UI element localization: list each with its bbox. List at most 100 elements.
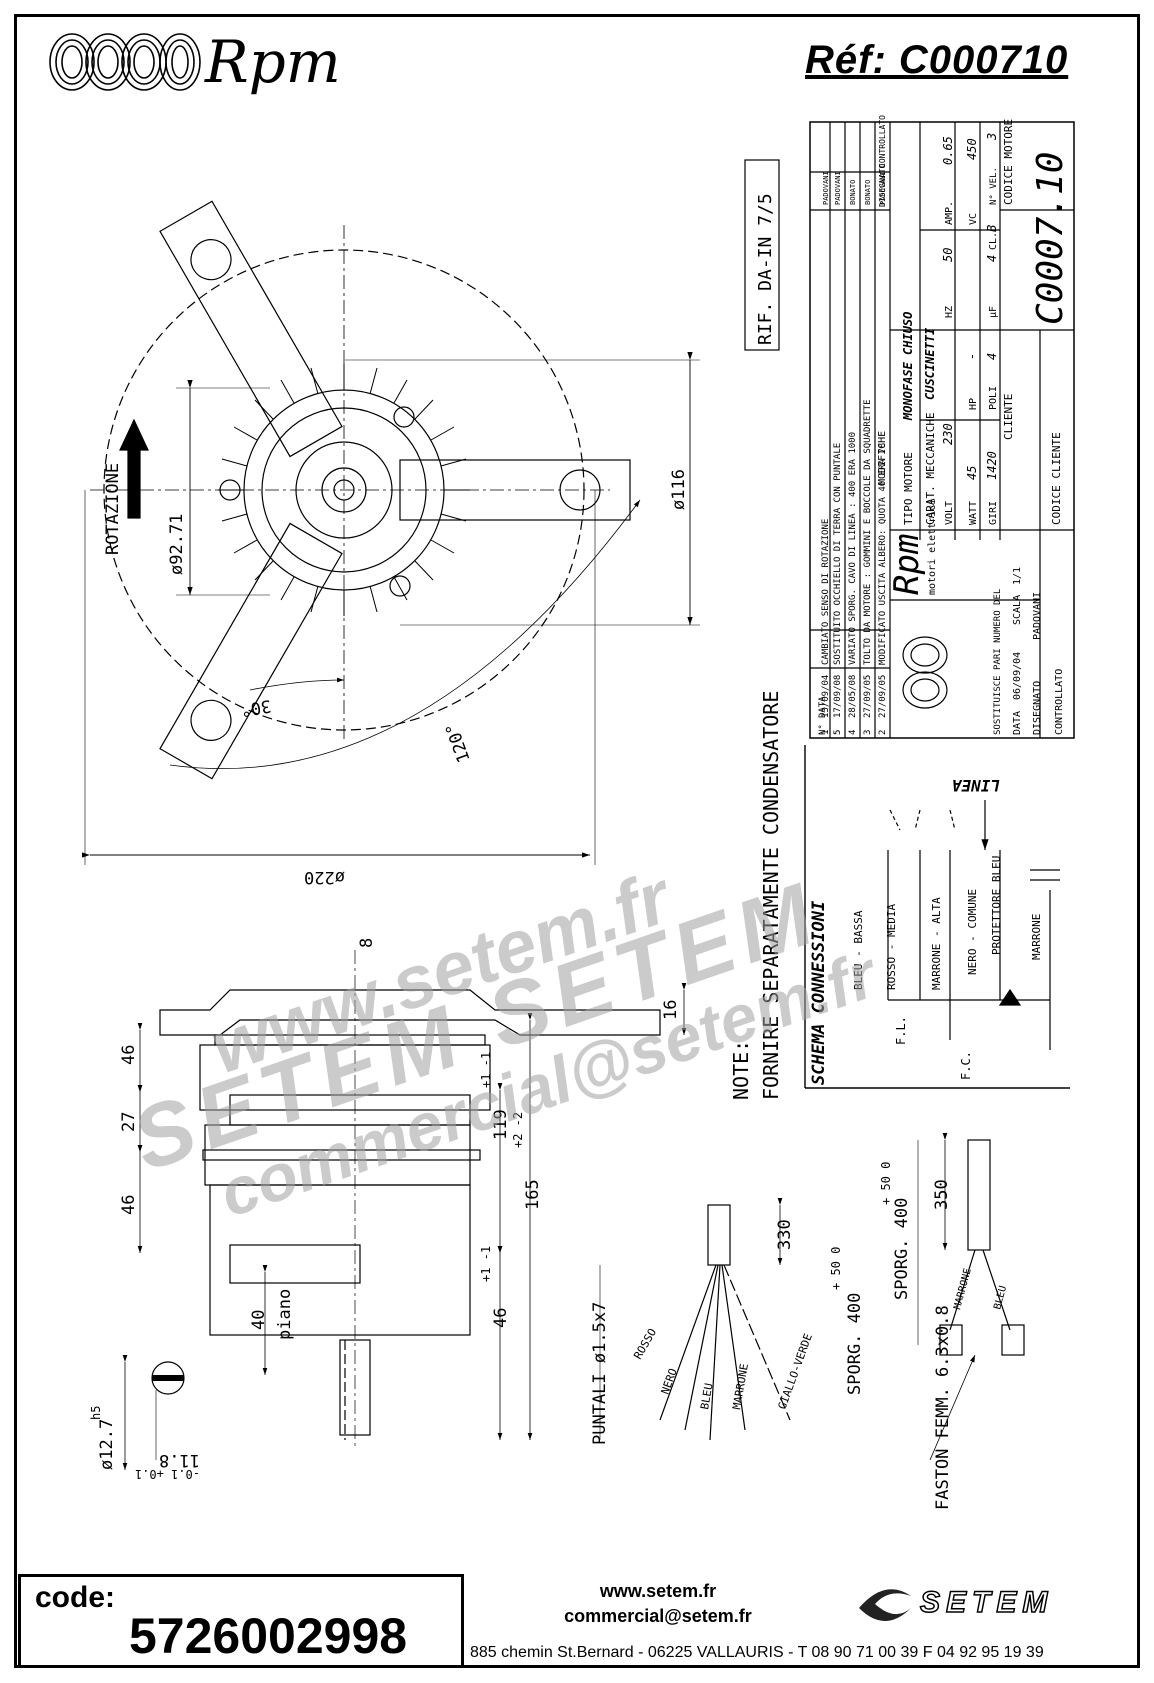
rev-header: DISEGNATO — [878, 163, 887, 207]
fl-label: F.L. — [894, 1016, 908, 1045]
rev-header: MODIFICHE — [877, 431, 888, 485]
disegnato-label: DISEGNATO — [1032, 681, 1043, 735]
dim-8: 8 — [357, 938, 377, 948]
spec-label: WATT — [968, 501, 979, 525]
dim-165: 165 — [523, 1179, 543, 1210]
footer-email-link[interactable]: commercial@setem.fr — [564, 1606, 752, 1626]
spec-label: µF — [988, 306, 999, 318]
rev-header: CONTROLLATO — [878, 115, 887, 168]
schema-wire: BLEU - BASSA — [852, 910, 865, 990]
tol-flat: -0.1 +0.1 — [135, 1467, 200, 1481]
title-block-subtitle: motori elettrici — [927, 499, 938, 595]
spec-vel: 3 — [985, 133, 999, 141]
tipo-motore-label: TIPO MOTORE — [902, 452, 915, 525]
rev-row: 2 — [878, 730, 888, 735]
rev-row: BONATO — [864, 180, 872, 205]
rev-row: 4 — [848, 730, 858, 735]
brand-name: Rpm — [205, 28, 341, 96]
rev-row: 3 — [863, 730, 873, 735]
note-text: FORNIRE SEPARATAMENTE CONDENSATORE — [759, 691, 783, 1100]
rpm-logo-icon — [49, 33, 201, 91]
linea-label: LINEA — [952, 776, 1000, 795]
page-frame — [14, 14, 1140, 1668]
rev-row: SOSTITUITO OCCHIELLO DI TERRA CON PUNTAL… — [833, 443, 843, 665]
codice-cliente-label: CODICE CLIENTE — [1050, 432, 1063, 525]
angle-120: 120° — [442, 720, 475, 765]
rev-row: CAMBIATO SENSO DI ROTAZIONE — [821, 519, 831, 665]
tol-165: +2 -2 — [511, 1112, 525, 1148]
angle-30: 30° — [239, 695, 273, 720]
rev-row: 13/09/04 — [821, 675, 831, 718]
spec-label: POLI — [988, 386, 999, 410]
title-block-brand: Rpm — [887, 534, 927, 595]
sporg-right: SPORG. 400 — [892, 1198, 912, 1300]
wire-label: GIALLO-VERDE — [776, 1332, 815, 1411]
code-label: code: — [35, 1581, 116, 1614]
tipo-motore: MONOFASE CHIUSO — [901, 312, 915, 421]
codice-motore-label: CODICE MOTORE — [1002, 119, 1015, 205]
spec-uf: 4 — [985, 255, 999, 262]
spec-label: VC — [968, 213, 979, 225]
wire-label: BLEU — [992, 1285, 1009, 1311]
cable-350: 350 — [932, 1179, 952, 1210]
setem-swirl-icon — [859, 1589, 911, 1621]
rif-label: RIF. DA-IN 7/5 — [755, 193, 776, 345]
disegnato-value: PADOVANI — [1032, 592, 1043, 640]
spec-watt: 45 — [965, 466, 979, 480]
spec-label: HZ — [944, 306, 955, 318]
spec-volt: 230 — [941, 423, 955, 445]
spec-vc: 450 — [965, 138, 979, 160]
schema-wire: PROTETTORE BLEU — [990, 856, 1003, 955]
rev-header: DATA — [818, 696, 828, 718]
spec-label: CL. — [988, 232, 999, 250]
data-value: 06/09/04 — [1012, 652, 1023, 700]
spec-label: VOLT — [944, 501, 955, 525]
rev-row: 5 — [833, 730, 843, 735]
note-title: NOTE: — [729, 1040, 753, 1100]
schema-wire: MARRONE — [1030, 914, 1043, 960]
rev-row: 28/05/08 — [848, 675, 858, 718]
dim-119: 119 — [491, 1109, 511, 1140]
rev-row: TOLTO DA MOTORE : GOMMINI E BOCCOLE DA S… — [863, 399, 873, 665]
wire-label: ROSSO — [631, 1326, 659, 1361]
footer-address: 885 chemin St.Bernard - 06225 VALLAURIS … — [470, 1644, 1044, 1661]
spec-poli: 4 — [985, 353, 999, 360]
dim-46-bottom: 46 — [119, 1195, 139, 1215]
reference-number: Réf: C000710 — [805, 38, 1069, 82]
fc-label: F.C. — [959, 1051, 973, 1080]
rev-row: 27/09/05 — [863, 675, 873, 718]
spec-cl: B — [985, 225, 999, 232]
code-box: code: 5726002998 — [18, 1574, 464, 1668]
puntali-label: PUNTALI ø1.5x7 — [590, 1302, 610, 1445]
scala-value: 1/1 — [1012, 567, 1023, 585]
controllato-label: CONTROLLATO — [1054, 669, 1065, 735]
dim-flat: 11.8 — [159, 1450, 200, 1470]
carat-label: CARAT. MECCANICHE — [924, 412, 937, 525]
dim-diameter-116: ø116 — [669, 469, 689, 510]
spec-amp: 0.65 — [941, 136, 955, 165]
schema-wire: MARRONE - ALTA — [930, 897, 943, 990]
spec-label: N° VEL. — [989, 167, 999, 205]
cable-330: 330 — [775, 1219, 795, 1250]
spec-hz: 50 — [941, 248, 955, 262]
piano-label: piano — [275, 1289, 295, 1340]
dim-shaft-diameter: ø12.7 — [97, 1419, 117, 1470]
sporg-right-tol: + 50 0 — [879, 1162, 893, 1205]
carat-value: CUSCINETTI — [923, 327, 937, 400]
setem-brand-logo: SETEM — [919, 1585, 1054, 1620]
tol-119: +1 -1 — [479, 1052, 493, 1088]
wire-label: MARRONE — [730, 1363, 751, 1411]
data-label: DATA — [1012, 711, 1023, 735]
rev-row: 1 — [821, 730, 831, 735]
spec-label: HP — [968, 398, 979, 410]
footer-website-link[interactable]: www.setem.fr — [599, 1581, 717, 1601]
rev-row: VARIATO SPORG. CAVO DI LINEA : 400 ERA 1… — [848, 432, 858, 665]
spec-label: GIRI — [988, 501, 999, 525]
sporg-left: SPORG. 400 — [845, 1293, 865, 1395]
rev-row: 17/09/08 — [833, 675, 843, 718]
code-value: 5726002998 — [129, 1608, 408, 1664]
wire-label: MARRONE — [952, 1267, 974, 1311]
sostituisce-label: SOSTITUISCE PARI NUMERO DEL — [993, 589, 1003, 735]
rev-row: PADOVANI — [879, 171, 887, 205]
rev-row: BONATO — [849, 180, 857, 205]
